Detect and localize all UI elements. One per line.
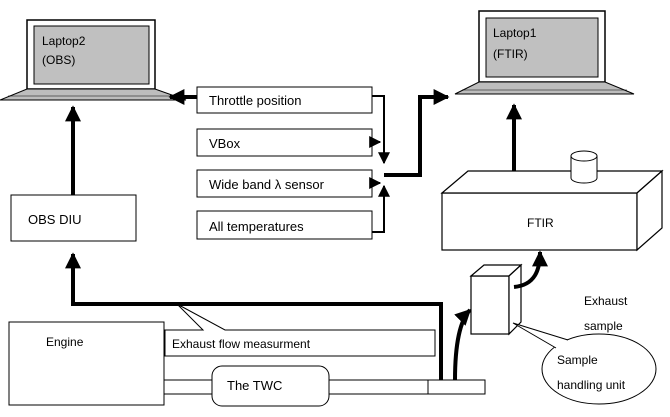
sample-handling-unit xyxy=(469,263,523,336)
signal-throttle-label: Throttle position xyxy=(209,93,302,108)
engine-label: Engine xyxy=(46,335,84,349)
sample-handling-callout: Sample handling unit xyxy=(512,322,657,405)
signal-lambda-label: Wide band λ sensor xyxy=(209,177,325,192)
signal-temps-box: All temperatures xyxy=(196,210,373,240)
signal-vbox-label: VBox xyxy=(209,136,241,151)
exhaust-flow-label: Exhaust flow measurment xyxy=(172,337,311,351)
exhaust-pipe xyxy=(163,379,486,395)
exhaust-sample-line1: Exhaust xyxy=(584,294,628,308)
ftir-cylinder-icon xyxy=(570,150,598,184)
thick-connectors xyxy=(65,89,522,380)
signal-temps-label: All temperatures xyxy=(209,219,304,234)
exhaust-sample-line2: sample xyxy=(584,319,623,333)
signal-vbox-box: VBox xyxy=(196,128,373,157)
twc-converter: The TWC xyxy=(211,365,330,407)
laptop-obs: Laptop2 (OBS) xyxy=(0,19,187,101)
signal-lambda-box: Wide band λ sensor xyxy=(196,169,373,198)
sample-handling-line2: handling unit xyxy=(557,378,626,392)
twc-label: The TWC xyxy=(227,378,282,393)
laptop-ftir-name: Laptop1 xyxy=(493,26,537,40)
engine-block: Engine xyxy=(8,321,165,406)
signal-throttle-box: Throttle position xyxy=(196,86,373,114)
obs-diu-label: OBS DIU xyxy=(28,212,81,227)
sample-lines xyxy=(453,250,548,381)
laptop-ftir-role: (FTIR) xyxy=(493,47,528,61)
ftir-label: FTIR xyxy=(527,216,554,230)
laptop-ftir: Laptop1 (FTIR) xyxy=(454,10,635,95)
sample-handling-line1: Sample xyxy=(557,353,598,367)
laptop-obs-name: Laptop2 xyxy=(42,34,86,48)
ftir-analyser: FTIR xyxy=(440,169,664,252)
signal-lines xyxy=(369,95,390,233)
exhaust-flow-callout: Exhaust flow measurment xyxy=(164,303,436,357)
laptop-obs-role: (OBS) xyxy=(42,53,75,67)
obs-diu-box: OBS DIU xyxy=(10,194,137,242)
